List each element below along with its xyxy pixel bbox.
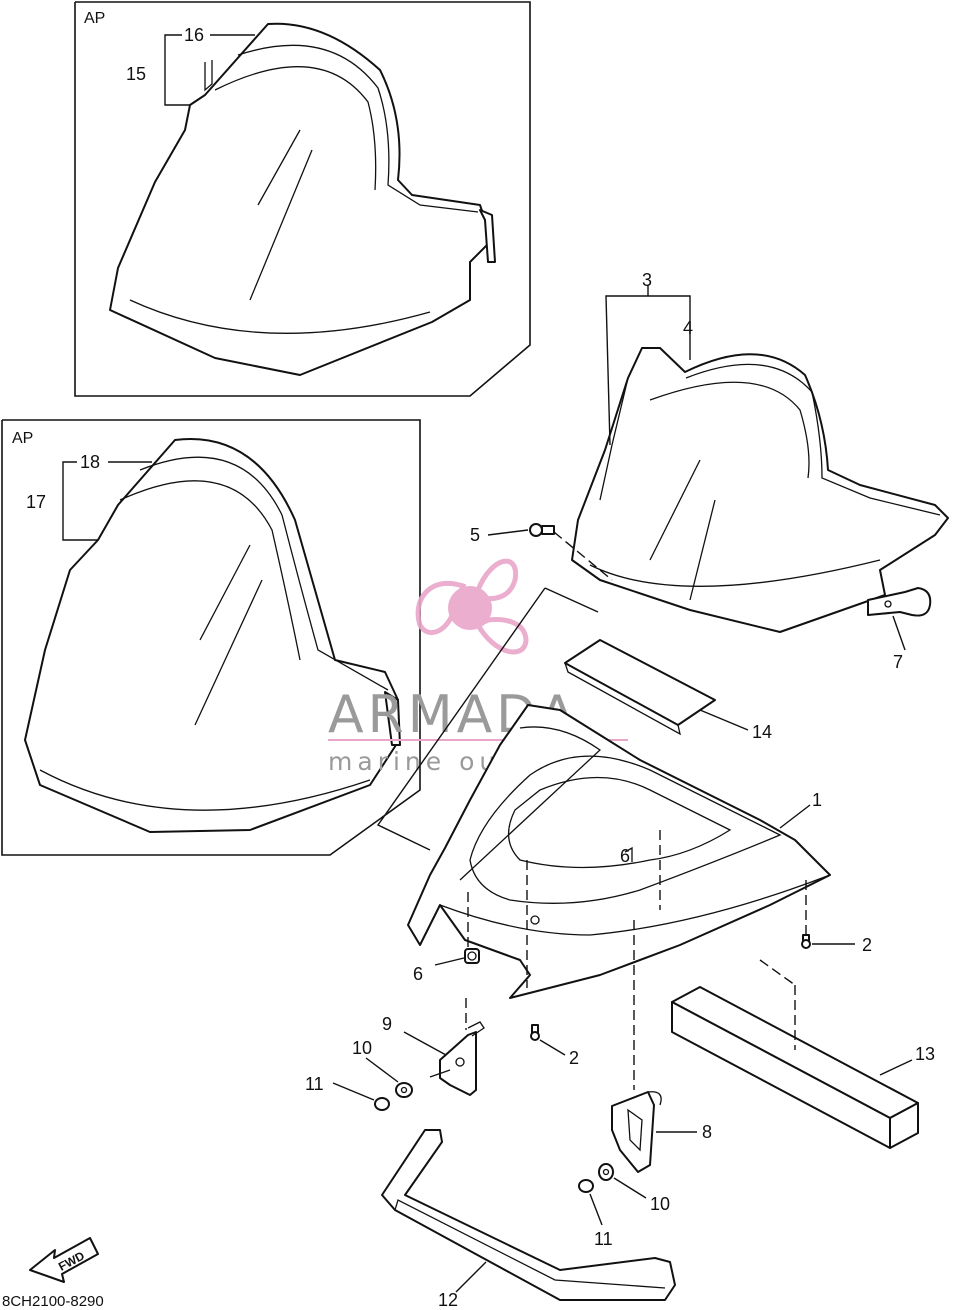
callout-11-right: 11 xyxy=(594,1229,613,1249)
bracket-8 xyxy=(611,1091,662,1173)
fwd-arrow-icon: FWD xyxy=(29,1237,99,1283)
washer-10-left xyxy=(395,1082,413,1098)
bracket-9 xyxy=(429,1021,485,1096)
callout-2-right: 2 xyxy=(862,935,872,955)
propeller-logo xyxy=(415,558,529,655)
fastener-knob-7 xyxy=(867,587,932,617)
callout-15: 15 xyxy=(126,64,146,84)
callout-16: 16 xyxy=(184,25,204,45)
callout-6-bottom: 6 xyxy=(413,964,423,984)
bolt-2-left xyxy=(530,1024,540,1041)
callout-group-17-18: 18 17 xyxy=(26,452,152,541)
callout-8: 8 xyxy=(702,1122,712,1142)
bolt-2-right xyxy=(801,934,811,949)
drawing-code: 8CH2100-8290 xyxy=(2,1293,104,1310)
nut-11-left xyxy=(374,1097,390,1111)
callout-10-left: 10 xyxy=(352,1038,372,1058)
foam-block-13 xyxy=(671,986,919,1149)
nut-11-right xyxy=(578,1179,594,1193)
assembly-outline xyxy=(376,587,546,851)
callout-12: 12 xyxy=(438,1290,458,1310)
inset-panel-bottom: AP 18 17 xyxy=(1,419,421,856)
callout-18: 18 xyxy=(80,452,100,472)
callout-7: 7 xyxy=(893,652,903,672)
callout-11-left: 11 xyxy=(305,1074,324,1094)
callout-3: 3 xyxy=(642,270,652,290)
grommet-6 xyxy=(464,948,480,964)
callout-2-left: 2 xyxy=(569,1048,579,1068)
callout-1: 1 xyxy=(812,790,822,810)
callout-13: 13 xyxy=(915,1044,935,1064)
windshield-alt-bottom xyxy=(24,438,401,833)
callout-4: 4 xyxy=(683,318,693,338)
cowling-1 xyxy=(407,704,831,999)
screw-5 xyxy=(529,523,555,537)
panel-label-bottom: AP xyxy=(12,430,33,447)
callout-5: 5 xyxy=(470,525,480,545)
inset-panel-top: AP 16 15 xyxy=(74,1,531,397)
callout-10-right: 10 xyxy=(650,1194,670,1214)
pad-14 xyxy=(564,639,716,736)
callout-6-top: 6 xyxy=(620,846,630,866)
handle-bar-12 xyxy=(381,1129,676,1301)
panel-label-top: AP xyxy=(84,10,105,27)
callout-9: 9 xyxy=(382,1014,392,1034)
callout-17: 17 xyxy=(26,492,46,512)
windshield-main xyxy=(571,347,949,633)
washer-10-right xyxy=(598,1163,614,1181)
callout-group-15-16: 16 15 xyxy=(126,25,255,106)
windshield-alt-top xyxy=(109,22,496,376)
callout-14: 14 xyxy=(752,722,772,742)
